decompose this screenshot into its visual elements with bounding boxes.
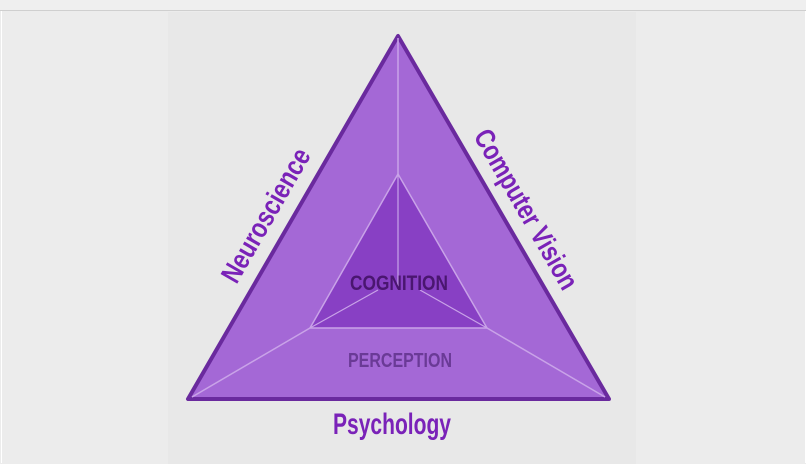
perception-label: PERCEPTION — [348, 350, 452, 372]
psychology-label: Psychology — [333, 408, 451, 441]
inner-connector-right — [419, 289, 488, 329]
inner-connector-left — [309, 289, 379, 329]
connector-right — [486, 327, 606, 398]
cognition-label: COGNITION — [350, 272, 448, 295]
top-bar — [0, 0, 806, 11]
connector-left — [191, 327, 311, 398]
